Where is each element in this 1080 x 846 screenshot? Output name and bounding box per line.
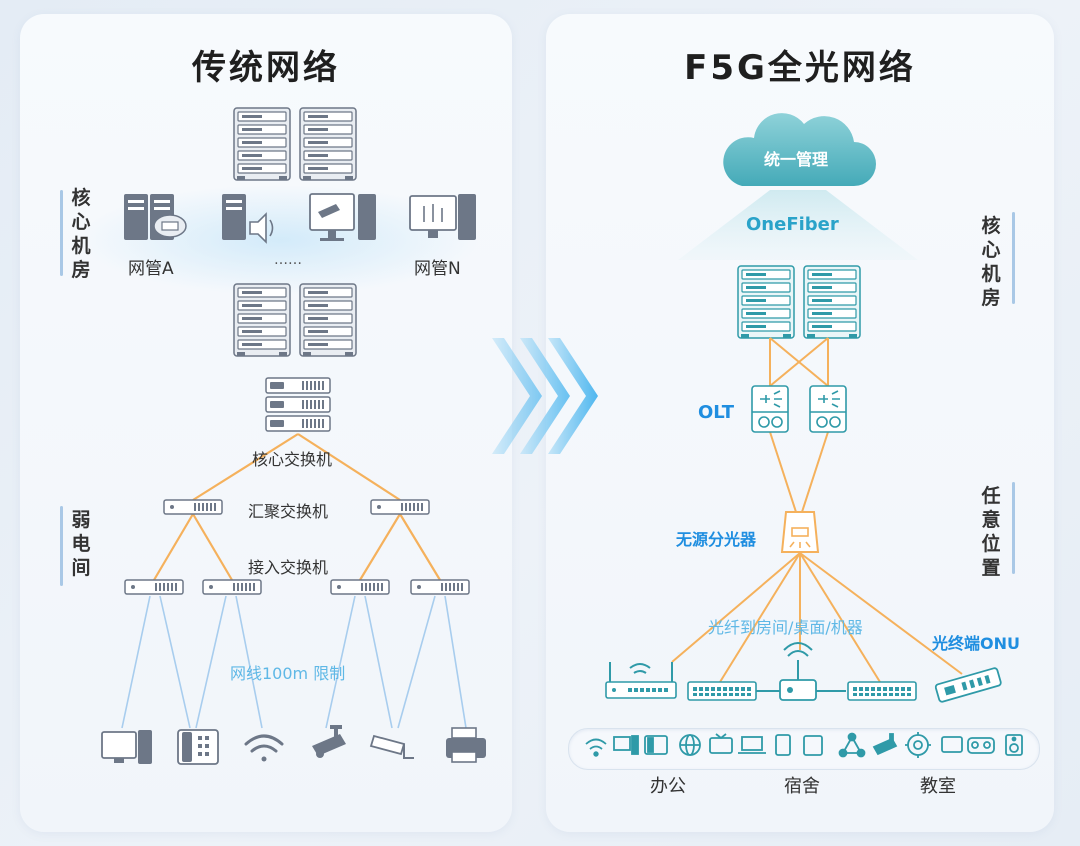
onu-wireless-ap-icon — [756, 642, 846, 701]
place-classroom: 教室 — [920, 776, 956, 797]
onefiber-label: OneFiber — [746, 214, 839, 235]
mgmt-speaker-server-icon — [222, 194, 274, 244]
ip-phone-icon — [177, 729, 219, 765]
endpoint-device-strip — [568, 728, 1040, 770]
agg-switch-right — [370, 499, 430, 515]
fiber-to-room-links — [671, 552, 963, 683]
cloud-icon — [723, 113, 876, 186]
mgmt-camera-monitor-icon — [309, 193, 376, 241]
place-dorm: 宿舍 — [784, 776, 820, 797]
bullet-camera-icon — [369, 734, 414, 759]
any-position-zone-label: 任意位置 — [981, 485, 1001, 579]
access-switch-1 — [124, 579, 184, 595]
transition-arrow-icon — [492, 338, 598, 454]
olt-device-1 — [751, 385, 789, 433]
left-top-server-2 — [299, 107, 357, 181]
fiber-to-room-label: 光纤到房间/桌面/机器 — [708, 618, 863, 637]
core-switch-unit-3 — [265, 415, 331, 432]
cloud-label: 统一管理 — [764, 150, 829, 169]
mgmt-dots-label: …… — [274, 252, 302, 268]
left-mid-server-1 — [233, 283, 291, 357]
any-position-zone-bar — [1012, 482, 1015, 574]
left-title: 传统网络 — [192, 48, 340, 88]
mgmt-n-label: 网管N — [414, 259, 461, 279]
right-title: F5G全光网络 — [684, 48, 916, 88]
onu-label: 光终端ONU — [932, 634, 1020, 653]
access-switch-4 — [410, 579, 470, 595]
core-switch-unit-2 — [265, 396, 331, 413]
left-copper-cables — [121, 595, 467, 729]
access-switch-label: 接入交换机 — [248, 558, 329, 577]
pc-icon — [101, 730, 152, 764]
right-core-links — [769, 337, 829, 513]
right-server-2 — [803, 265, 861, 339]
left-fiber-links — [153, 433, 441, 581]
left-core-zone-label: 核心机房 — [71, 187, 91, 281]
olt-device-2 — [809, 385, 847, 433]
core-switch-label: 核心交换机 — [252, 450, 333, 469]
place-office: 办公 — [650, 776, 686, 797]
agg-switch-left — [163, 499, 223, 515]
onu-panel-icon — [934, 667, 1002, 703]
cable-limit-label: 网线100m 限制 — [230, 664, 346, 683]
core-glow — [80, 185, 480, 295]
right-core-zone-label: 核心机房 — [981, 215, 1001, 309]
printer-icon — [446, 727, 486, 763]
right-core-zone-bar — [1012, 212, 1015, 304]
mgmt-a-server-icon — [124, 194, 187, 240]
right-server-1 — [737, 265, 795, 339]
mgmt-n-monitor-icon — [409, 194, 476, 240]
agg-switch-label: 汇聚交换机 — [248, 502, 329, 521]
access-switch-3 — [330, 579, 390, 595]
onefiber-beam — [678, 190, 918, 260]
mgmt-a-label: 网管A — [128, 259, 174, 279]
left-core-zone-bar — [60, 190, 63, 276]
onu-switch-1 — [687, 681, 757, 701]
access-switch-2 — [202, 579, 262, 595]
left-top-server-1 — [233, 107, 291, 181]
passive-splitter-icon — [780, 511, 820, 553]
security-camera-icon — [312, 725, 346, 758]
weak-zone-label: 弱电间 — [71, 509, 91, 579]
splitter-label: 无源分光器 — [676, 530, 757, 549]
left-mid-server-2 — [299, 283, 357, 357]
onu-router-icon — [605, 662, 677, 699]
onu-switch-2 — [847, 681, 917, 701]
core-switch-unit-1 — [265, 377, 331, 394]
weak-zone-bar — [60, 506, 63, 586]
olt-label: OLT — [698, 402, 735, 423]
wifi-icon — [244, 734, 284, 762]
